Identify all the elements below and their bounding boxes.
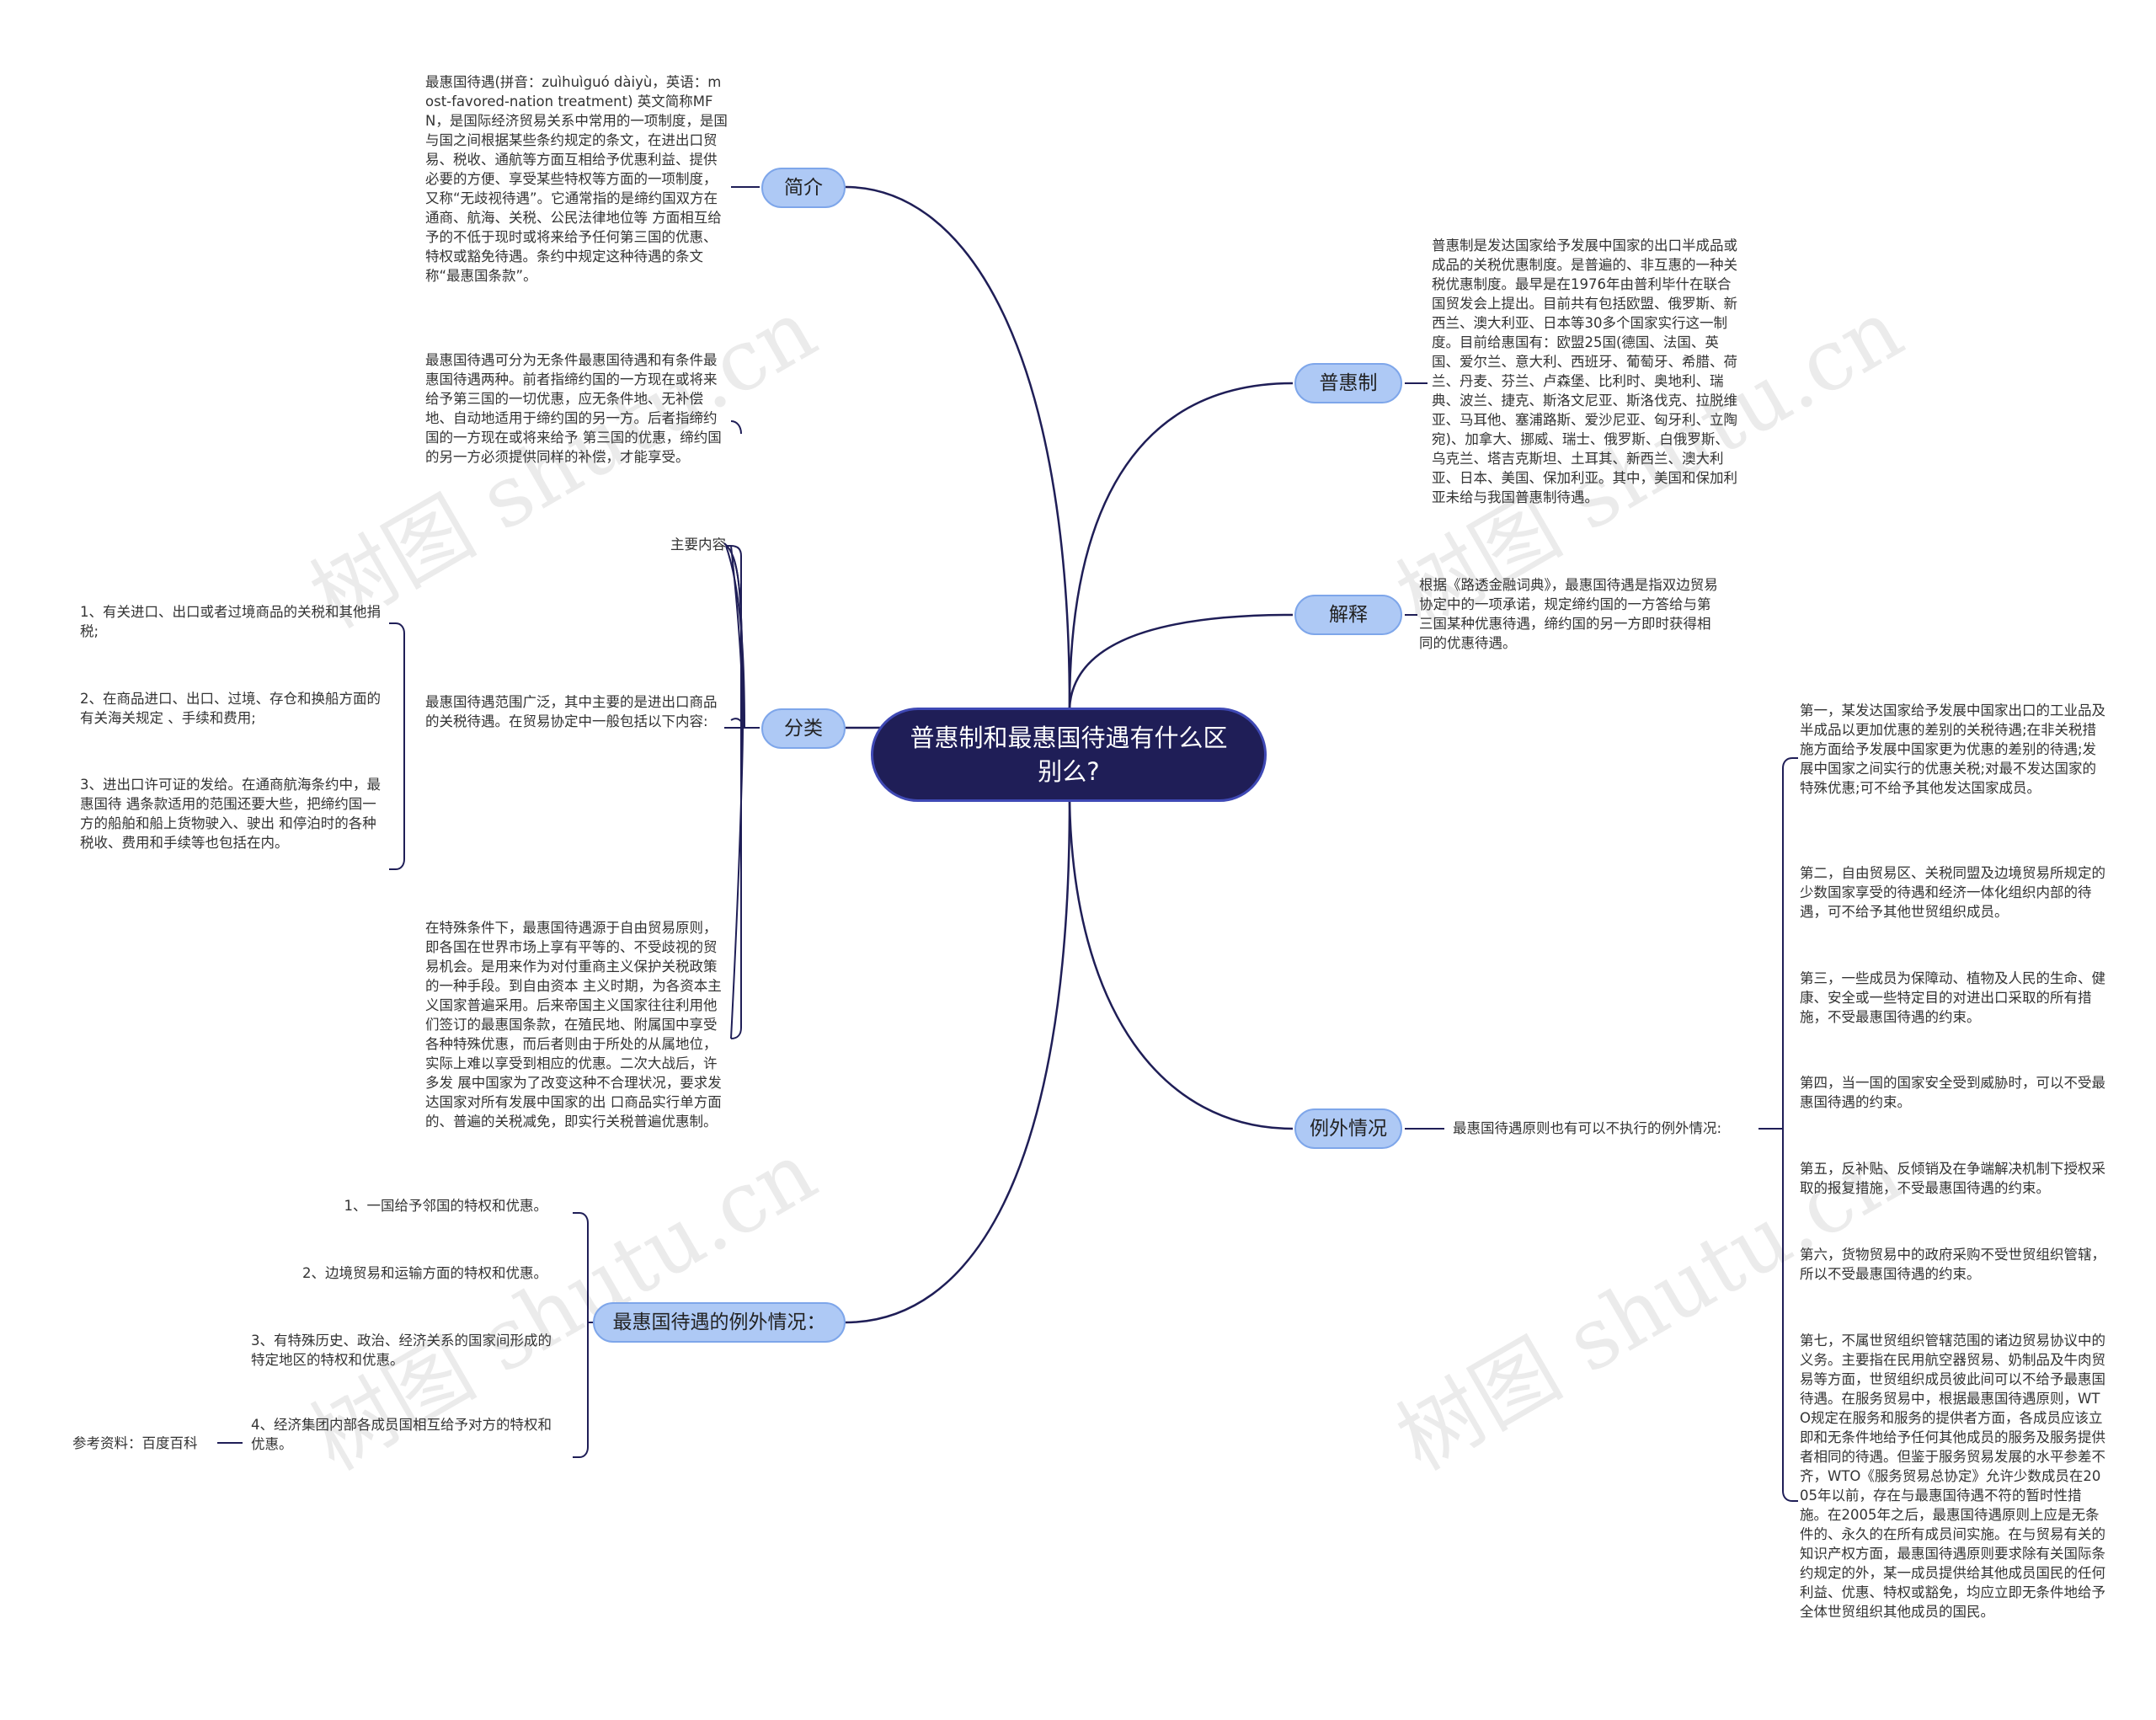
exception-7: 第七，不属世贸组织管辖范围的诸边贸易协议中的义务。主要指在民用航空器贸易、奶制品… [1800, 1333, 2105, 1620]
scope-item-3: 3、进出口许可证的发给。在通商航海条约中，最惠国待 遇条款适用的范围还要大些，把… [80, 777, 381, 851]
classify-text-2: 最惠国待遇范围广泛，其中主要的是进出口商品的关税待遇。在贸易协定中一般包括以下内… [425, 694, 718, 729]
intro-text: 最惠国待遇(拼音：zuìhuìguó dàiyù，英语：most-favored… [425, 74, 728, 284]
exception-left-1: 1、一国给予邻国的特权和优惠。 [344, 1198, 548, 1214]
classify-text-3: 在特殊条件下，最惠国待遇源于自由贸易原则，即各国在世界市场上享有平等的、不受歧视… [425, 920, 722, 1130]
exception-6: 第六，货物贸易中的政府采购不受世贸组织管辖，所以不受最惠国待遇的约束。 [1800, 1247, 2105, 1282]
branch-exceptions-left[interactable]: 最惠国待遇的例外情况： [593, 1302, 846, 1343]
branch-intro[interactable]: 简介 [761, 168, 846, 208]
scope-item-1: 1、有关进口、出口或者过境商品的关税和其他捐税; [80, 604, 381, 639]
explain-text: 根据《路透金融词典》，最惠国待遇是指双边贸易协定中的一项承诺，规定缔约国的一方答… [1419, 577, 1718, 651]
classify-text-1: 最惠国待遇可分为无条件最惠国待遇和有条件最惠国待遇两种。前者指缔约国的一方现在或… [425, 352, 722, 465]
exception-3: 第三，一些成员为保障动、植物及人民的生命、健康、安全或一些特定目的对进出口采取的… [1800, 970, 2105, 1025]
branch-gsp[interactable]: 普惠制 [1294, 363, 1402, 403]
exception-2: 第二，自由贸易区、关税同盟及边境贸易所规定的少数国家享受的待遇和经济一体化组织内… [1800, 865, 2105, 920]
exceptions-intro: 最惠国待遇原则也有可以不执行的例外情况: [1453, 1120, 1722, 1136]
exception-left-2: 2、边境贸易和运输方面的特权和优惠。 [302, 1265, 547, 1281]
exception-left-3: 3、有特殊历史、政治、经济关系的国家间形成的特定地区的特权和优惠。 [251, 1333, 552, 1368]
reference: 参考资料：百度百科 [72, 1435, 198, 1451]
exception-4: 第四，当一国的国家安全受到威胁时，可以不受最惠国待遇的约束。 [1800, 1075, 2105, 1110]
main-content-label: 主要内容 [670, 537, 726, 553]
gsp-text: 普惠制是发达国家给予发展中国家的出口半成品或成品的关税优惠制度。是普遍的、非互惠… [1432, 238, 1737, 505]
exception-1: 第一，某发达国家给予发展中国家出口的工业品及半成品以更加优惠的差别的关税待遇;在… [1800, 702, 2105, 796]
branch-explain[interactable]: 解释 [1294, 595, 1402, 635]
branch-classify[interactable]: 分类 [761, 708, 846, 749]
branch-exceptions[interactable]: 例外情况 [1294, 1108, 1402, 1149]
exception-5: 第五，反补贴、反倾销及在争端解决机制下授权采取的报复措施，不受最惠国待遇的约束。 [1800, 1161, 2105, 1196]
scope-item-2: 2、在商品进口、出口、过境、存仓和换船方面的有关海关规定 、手续和费用; [80, 691, 381, 726]
central-topic[interactable]: 普惠制和最惠国待遇有什么区别么? [871, 708, 1267, 802]
exception-left-4: 4、经济集团内部各成员国相互给予对方的特权和优惠。 [251, 1417, 552, 1452]
